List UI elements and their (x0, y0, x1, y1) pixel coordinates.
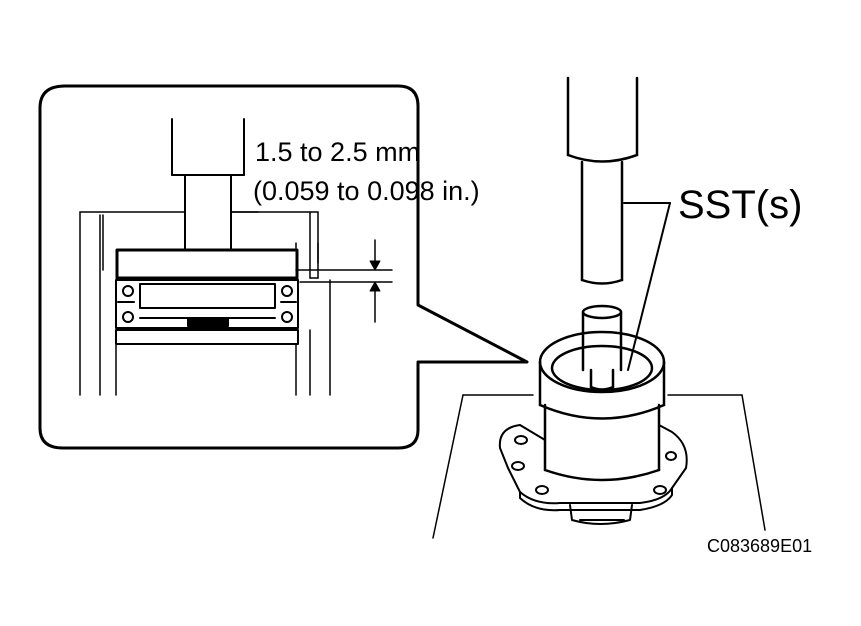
dimension-lines (231, 211, 393, 323)
dimension-label-in: (0.059 to 0.098 in.) (253, 176, 480, 206)
press-ram (566, 76, 639, 285)
dimension-label-mm: 1.5 to 2.5 mm (255, 137, 421, 167)
axle-hub (498, 424, 688, 525)
detail-callout-frame (38, 84, 529, 450)
tool-label: SST(s) (678, 183, 803, 227)
detail-press-rod (171, 118, 245, 251)
work-surface (432, 394, 766, 539)
dimension-arrow-lower (369, 281, 381, 292)
detail-press-plate (115, 248, 299, 280)
detail-bearing (115, 279, 299, 329)
figure-code: C083689E01 (707, 536, 813, 556)
sst-cup (538, 330, 666, 482)
dimension-arrow-upper (369, 260, 381, 271)
detail-housing (79, 211, 331, 396)
sst-leader-lines (623, 202, 671, 371)
detail-lower-seat (115, 329, 299, 345)
